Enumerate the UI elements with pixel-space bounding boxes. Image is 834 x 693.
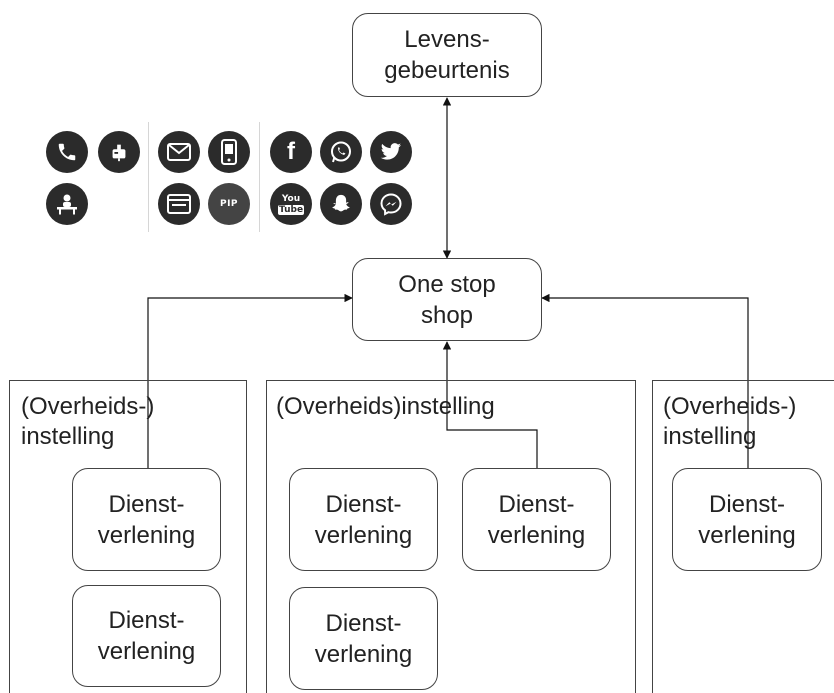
life-event-line1: Levens- — [404, 26, 490, 53]
facebook-icon: f — [270, 131, 312, 173]
organization-left-label: (Overheids-) instelling — [21, 393, 155, 450]
pip-icon: PIP — [208, 183, 250, 225]
pip-icon-text: PIP — [219, 199, 239, 209]
service-box: Dienst-verlening — [289, 587, 438, 690]
snapchat-icon — [320, 183, 362, 225]
organization-right — [652, 380, 834, 693]
service-line1: Dienst- — [498, 490, 575, 518]
life-event-line2: gebeurtenis — [384, 57, 510, 84]
left-service-connector — [147, 293, 353, 468]
life-event-box: Levens- gebeurtenis — [352, 13, 542, 97]
one-stop-shop-box: One stop shop — [352, 258, 542, 341]
organization-left — [9, 380, 247, 693]
service-box: Dienst-verlening — [462, 468, 611, 571]
mobile-app-icon — [208, 131, 250, 173]
organization-right-label: (Overheids-) instelling — [663, 393, 797, 450]
organization-middle-label: (Overheids)instelling — [276, 393, 495, 420]
service-line1: Dienst- — [108, 490, 185, 518]
website-icon — [158, 183, 200, 225]
service-box: Dienst-verlening — [72, 468, 221, 571]
one-stop-shop-line1: One stop — [398, 270, 496, 298]
right-service-connector — [541, 293, 749, 468]
service-box: Dienst-verlening — [72, 585, 221, 687]
facebook-glyph: f — [287, 138, 295, 165]
youtube-icon: You Tube — [270, 183, 312, 225]
service-line2: verlening — [314, 640, 413, 668]
service-line2: verlening — [487, 521, 586, 549]
middle-service-connector — [442, 341, 538, 468]
service-line2: verlening — [698, 521, 796, 549]
mailbox-icon — [98, 131, 140, 173]
service-line1: Dienst- — [325, 609, 402, 637]
twitter-icon — [370, 131, 412, 173]
service-line2: verlening — [97, 521, 196, 549]
service-box: Dienst-verlening — [289, 468, 438, 571]
whatsapp-icon — [320, 131, 362, 173]
messenger-icon — [370, 183, 412, 225]
service-line2: verlening — [314, 521, 413, 549]
service-line1: Dienst- — [108, 607, 185, 634]
email-icon — [158, 131, 200, 173]
youtube-glyph-top: You — [281, 193, 301, 204]
icon-group-divider — [148, 122, 149, 232]
service-line1: Dienst- — [325, 490, 402, 518]
counter-visit-icon — [46, 183, 88, 225]
service-line2: verlening — [97, 638, 196, 665]
youtube-glyph-bottom: Tube — [277, 204, 305, 215]
organization-middle — [266, 380, 636, 693]
service-box: Dienst-verlening — [672, 468, 822, 571]
one-stop-shop-line2: shop — [420, 301, 474, 329]
service-line1: Dienst- — [708, 490, 786, 518]
icon-group-divider — [259, 122, 260, 232]
phone-icon — [46, 131, 88, 173]
